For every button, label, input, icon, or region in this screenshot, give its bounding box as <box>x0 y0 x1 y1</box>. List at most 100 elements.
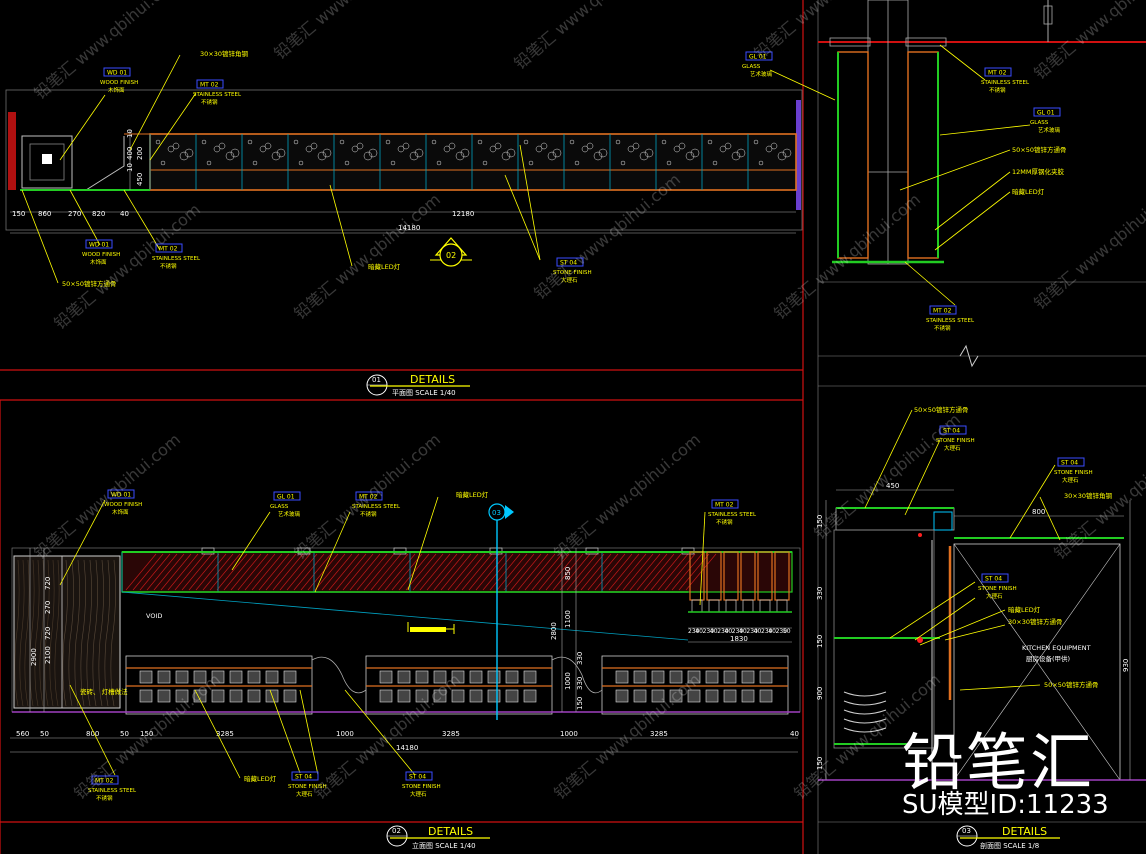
elev-dim-shelf-10: 40 <box>754 628 762 635</box>
plan-stone-texture <box>247 139 253 145</box>
elevation-section-mark: 03 <box>488 503 514 521</box>
elev-tag-6-name: STONE FINISH <box>288 784 327 790</box>
elev-tag-4-name: STAINLESS STEEL <box>708 512 757 518</box>
elev-dim-bottom-2: 50 <box>40 730 49 738</box>
plan-stone-texture <box>363 151 373 161</box>
counter-item <box>451 670 465 684</box>
counter-item <box>741 670 755 684</box>
plan-stone-texture <box>707 139 713 145</box>
plan-note-led: 暗藏LED灯 <box>368 262 401 271</box>
elev-tag-3-code: MT 02 <box>359 494 378 501</box>
plan-stone-texture <box>160 160 166 166</box>
plan-stone-texture <box>535 145 543 153</box>
plan-dim-bottom-1: 150 <box>12 210 25 218</box>
plan-stone-texture <box>431 139 437 145</box>
watermark-repeat: 铅笔汇 www.qbihui.com <box>290 430 444 563</box>
plan-stone-texture <box>414 148 424 158</box>
plan-stone-texture <box>547 151 557 161</box>
plan-stone-texture <box>489 145 497 153</box>
shelf-item <box>776 599 788 613</box>
glass-hatch-line <box>629 553 661 591</box>
plan-tag-5-name: STONE FINISH <box>553 270 592 276</box>
counter-item <box>379 670 393 684</box>
kitchen-tag-2-cn: 大理石 <box>1062 476 1079 484</box>
counter-item <box>283 670 297 684</box>
plan-subtitle: 平面图 SCALE 1/40 <box>392 389 456 397</box>
glass-hatch-line <box>489 553 521 591</box>
glass-hatch-line <box>146 553 178 591</box>
glass-hatch-line <box>510 553 542 591</box>
kitchen-note-1: 50×50镀锌方通骨 <box>914 405 969 414</box>
elev-tag-5-name: STAINLESS STEEL <box>88 788 137 794</box>
elevation-drawing <box>11 520 801 720</box>
glass-hatch-line <box>286 553 318 591</box>
glass-hatch-line <box>573 553 605 591</box>
counter-item <box>523 689 537 703</box>
section-tag-3-cn: 艺术玻璃 <box>1038 126 1061 134</box>
plan-stone-texture <box>155 139 161 145</box>
plan-tag-5-cn: 大理石 <box>561 276 578 284</box>
plan-stone-texture <box>213 145 221 153</box>
wood-grain-line <box>92 559 98 707</box>
watermark-id: SU模型ID:11233 <box>902 790 1109 820</box>
counter-item <box>705 689 719 703</box>
kitchen-dim-left-3: 150 <box>816 635 824 648</box>
plan-stone-texture <box>777 151 787 161</box>
plan-dimensions <box>10 130 796 234</box>
plan-tag-4-code: MT 02 <box>159 246 178 253</box>
plan-tag-4-cn: 不锈钢 <box>160 262 177 270</box>
plan-stone-texture <box>172 142 180 150</box>
elev-dim-bottom-3: 800 <box>86 730 99 738</box>
plan-stone-texture <box>523 139 529 145</box>
glass-hatch-line <box>454 553 486 591</box>
elev-tag-6-code: ST 04 <box>295 774 312 781</box>
counter-item <box>397 670 411 684</box>
elev-dim-bottom-4: 50 <box>120 730 129 738</box>
kitchen-tag-3-cn: 大理石 <box>986 592 1003 600</box>
elev-dim-bottom-11: 40 <box>790 730 799 738</box>
plan-stone-texture <box>460 148 470 158</box>
section-tag-2-cn: 不锈钢 <box>989 86 1006 94</box>
counter-item <box>633 670 647 684</box>
section-tag-1-name: GLASS <box>742 64 761 70</box>
elev-tag-2-code: GL 01 <box>277 494 295 501</box>
plan-stone-texture <box>322 148 332 158</box>
section-note-square: 50×50镀锌方通骨 <box>1012 145 1067 154</box>
elev-dim-total: 14180 <box>396 744 418 752</box>
plan-stone-texture <box>339 139 345 145</box>
glass-hatch-line <box>307 553 339 591</box>
glass-hatch-line <box>468 553 500 591</box>
shelf-item <box>759 599 771 613</box>
elev-dim-bottom-10: 3285 <box>650 730 668 738</box>
counter-item <box>487 689 501 703</box>
glass-hatch-line <box>132 553 164 591</box>
wood-grain-line <box>110 559 116 707</box>
plan-stone-texture <box>724 142 732 150</box>
plan-dim-total: 14180 <box>398 224 420 232</box>
plan-stone-texture <box>310 142 318 150</box>
elev-dim-shelf-8: 40 <box>739 628 747 635</box>
watermark-repeat: 铅笔汇 www.qbihui.com <box>290 190 444 323</box>
glass-hatch-line <box>251 553 283 591</box>
wood-grain-line <box>80 559 86 707</box>
plan-stone-texture <box>632 142 640 150</box>
plan-stone-texture <box>639 151 649 161</box>
glass-hatch-line <box>601 553 633 591</box>
elev-dim-left-5: 720 <box>44 627 52 640</box>
plan-leaders <box>21 54 541 284</box>
wood-grain-line <box>74 559 80 707</box>
elevation-title-block: 02 DETAILS 立面图 SCALE 1/40 <box>386 825 490 850</box>
counter-item <box>651 670 665 684</box>
plan-stone-texture <box>758 160 764 166</box>
glass-hatch-line <box>293 553 325 591</box>
glass-hatch-line <box>461 553 493 591</box>
counter-item <box>211 670 225 684</box>
plan-tag-1-cn: 木饰面 <box>108 86 125 94</box>
counter-item <box>433 689 447 703</box>
glass-hatch-line <box>643 553 675 591</box>
counter-item <box>157 689 171 703</box>
